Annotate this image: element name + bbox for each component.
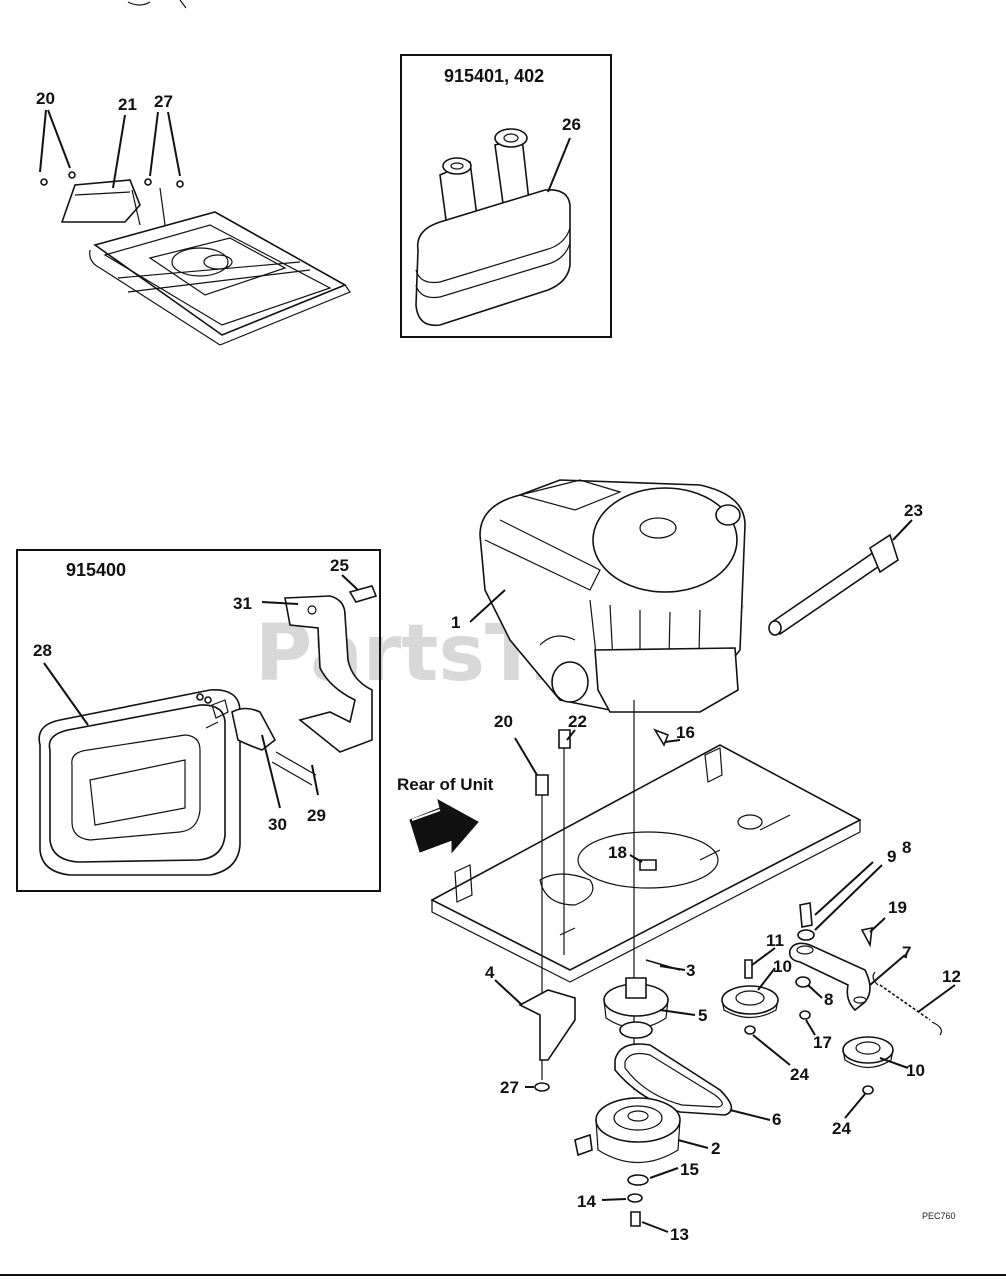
washer-15 xyxy=(627,1174,649,1186)
bolt-19 xyxy=(860,926,873,948)
pulley-5 xyxy=(603,977,669,1039)
idler-pulley-10a xyxy=(721,985,779,1019)
callout-10a: 10 xyxy=(773,957,792,976)
spacer-9 xyxy=(799,902,813,928)
callout-16: 16 xyxy=(676,723,695,742)
nut-24a xyxy=(744,1025,756,1035)
callout-3: 3 xyxy=(686,961,695,980)
callout-26: 26 xyxy=(562,115,581,134)
callout-1: 1 xyxy=(451,613,460,632)
dipstick-tube-23 xyxy=(768,533,899,636)
callout-8b: 8 xyxy=(824,990,833,1009)
callout-22: 22 xyxy=(568,712,587,731)
callout-7: 7 xyxy=(902,943,911,962)
heat-shield-21 xyxy=(60,179,141,223)
stud-11 xyxy=(744,959,753,979)
idler-arm-7 xyxy=(788,942,871,1012)
callout-30: 30 xyxy=(268,815,287,834)
box-title-915400: 915400 xyxy=(66,560,126,580)
spring-12 xyxy=(879,984,931,1021)
callout-14: 14 xyxy=(577,1192,596,1211)
box-muffler-915401 xyxy=(400,54,612,338)
callout-29: 29 xyxy=(307,806,326,825)
callout-8a: 8 xyxy=(902,838,911,857)
bracket-31 xyxy=(284,595,373,753)
callout-27b: 27 xyxy=(500,1078,519,1097)
rear-direction-arrow-icon xyxy=(409,799,479,854)
callout-17: 17 xyxy=(813,1033,832,1052)
callout-5: 5 xyxy=(698,1006,707,1025)
callout-19: 19 xyxy=(888,898,907,917)
mounting-frame-group xyxy=(40,171,351,346)
callout-9: 9 xyxy=(887,847,896,866)
engine-1 xyxy=(479,479,746,713)
cropped-edge-mark xyxy=(127,0,187,9)
muffler-28 xyxy=(38,689,277,876)
callout-31: 31 xyxy=(233,594,252,613)
box-muffler-915400 xyxy=(16,549,381,892)
callout-12: 12 xyxy=(942,967,961,986)
bracket-4 xyxy=(518,989,576,1061)
nut-17 xyxy=(799,1010,811,1020)
callout-20a: 20 xyxy=(36,89,55,108)
callout-20b: 20 xyxy=(494,712,513,731)
pin-29 xyxy=(271,751,317,786)
callout-24b: 24 xyxy=(832,1119,851,1138)
belt-6 xyxy=(614,1043,733,1116)
bolt-25 xyxy=(348,585,378,603)
drawing-code: PEC760 xyxy=(922,1211,956,1221)
callout-28: 28 xyxy=(33,641,52,660)
rear-of-unit-label: Rear of Unit xyxy=(397,775,494,794)
callout-18: 18 xyxy=(608,843,627,862)
bushing-8b xyxy=(795,976,811,988)
bolt-16 xyxy=(653,728,670,747)
callout-6: 6 xyxy=(772,1110,781,1129)
callout-11: 11 xyxy=(766,931,784,950)
box-title-915401: 915401, 402 xyxy=(444,66,544,86)
nut-27 xyxy=(534,1082,550,1092)
callout-4: 4 xyxy=(485,963,495,982)
callout-2: 2 xyxy=(711,1139,720,1158)
callout-27a: 27 xyxy=(154,92,173,111)
bolt-20 xyxy=(535,774,549,796)
muffler-26 xyxy=(415,128,571,327)
callout-21: 21 xyxy=(118,95,137,114)
bolt-18 xyxy=(639,859,657,871)
callout-25: 25 xyxy=(330,556,349,575)
bushing-8 xyxy=(797,929,815,941)
clutch-2 xyxy=(574,1097,681,1164)
callout-10b: 10 xyxy=(906,1061,925,1080)
callout-15: 15 xyxy=(680,1160,699,1179)
callout-23: 23 xyxy=(904,501,923,520)
bolt-22 xyxy=(558,729,571,749)
callout-24a: 24 xyxy=(790,1065,809,1084)
idler-pulley-10b xyxy=(842,1036,894,1069)
mount-plate xyxy=(430,744,862,983)
nut-24b xyxy=(862,1085,874,1095)
washer-14 xyxy=(627,1193,643,1203)
bolt-13 xyxy=(630,1211,641,1227)
callout-13: 13 xyxy=(670,1225,689,1244)
